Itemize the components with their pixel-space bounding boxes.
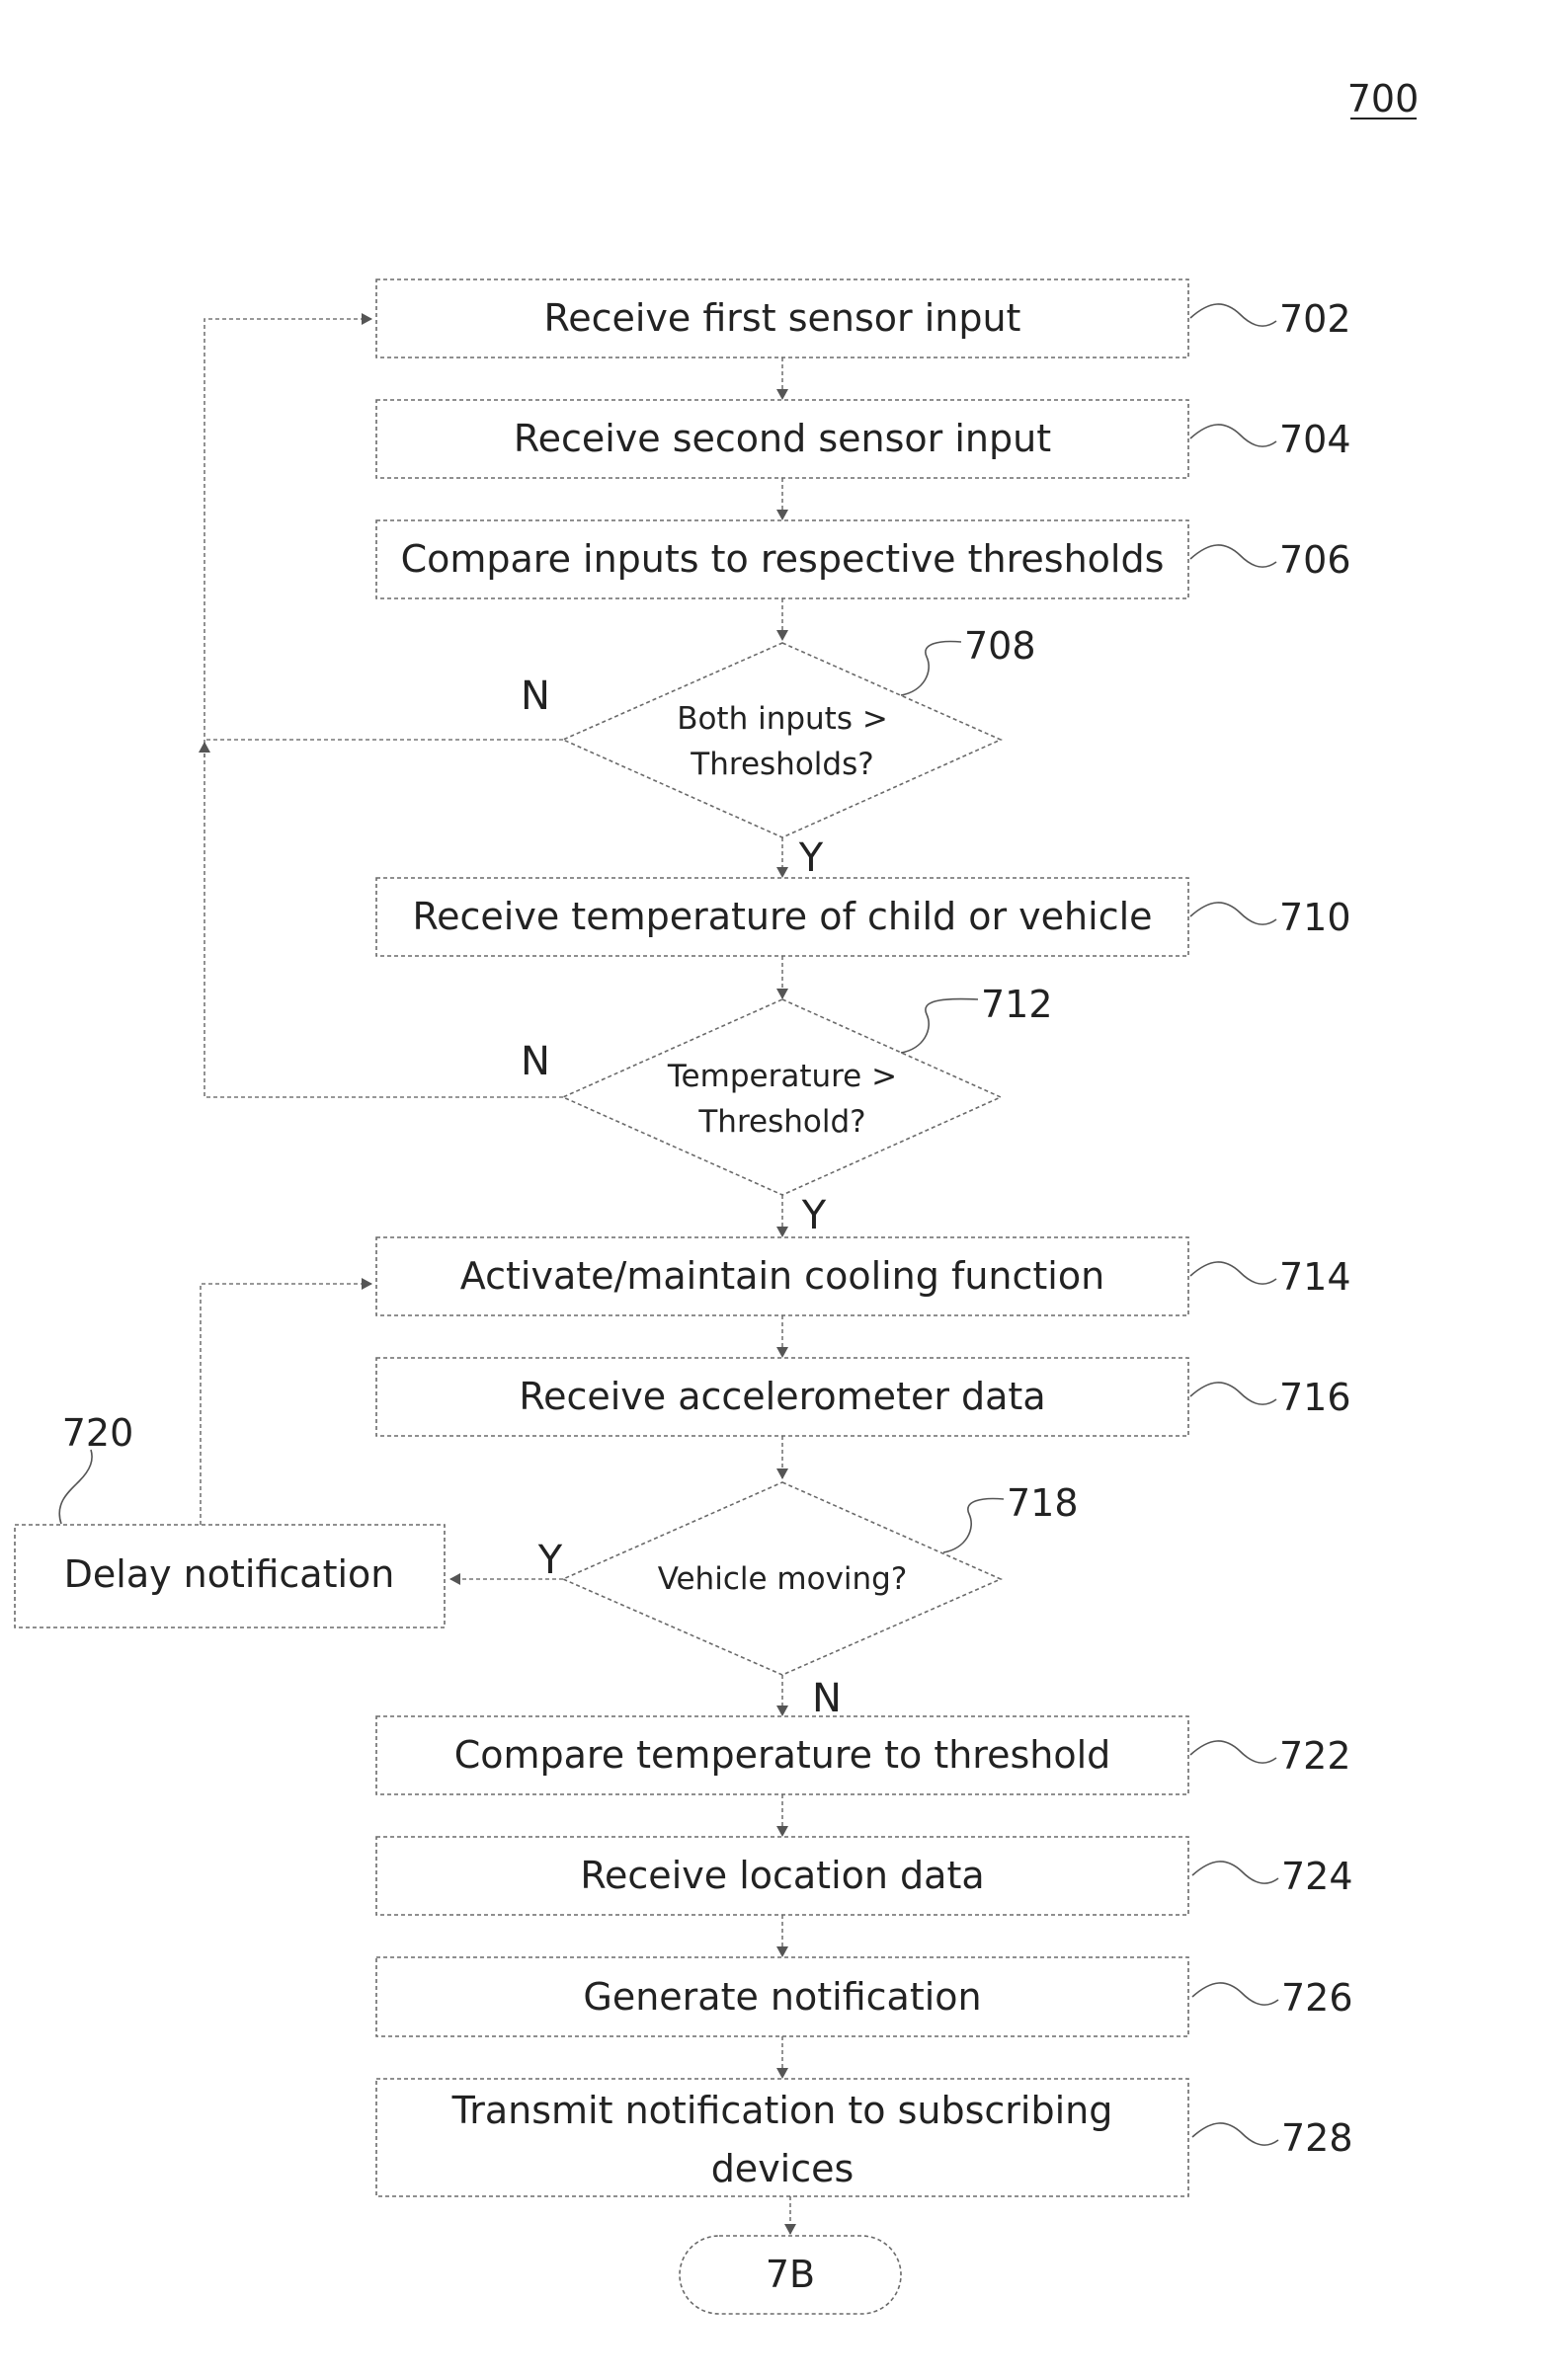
decision-708-line2: Thresholds?	[690, 747, 873, 782]
ref-716-label: 716	[1279, 1376, 1351, 1419]
branch-label-708-no: N	[521, 674, 550, 719]
ref-704-label: 704	[1279, 418, 1351, 461]
step-720: Delay notification	[15, 1525, 445, 1627]
ref-722-label: 722	[1279, 1734, 1351, 1778]
ref-722: 722	[1190, 1734, 1351, 1778]
ref-720-label: 720	[62, 1411, 134, 1455]
branch-label-708-yes: Y	[798, 835, 824, 881]
ref-714-label: 714	[1279, 1255, 1351, 1299]
ref-716: 716	[1190, 1376, 1351, 1419]
ref-728: 728	[1192, 2116, 1353, 2160]
step-720-label: Delay notification	[64, 1552, 395, 1596]
ref-724-label: 724	[1281, 1855, 1353, 1898]
ref-702-label: 702	[1279, 297, 1351, 341]
step-702: Receive first sensor input	[376, 279, 1188, 357]
step-724-label: Receive location data	[580, 1854, 984, 1897]
ref-714: 714	[1190, 1255, 1351, 1299]
ref-712: 712	[901, 983, 1053, 1053]
step-710: Receive temperature of child or vehicle	[376, 878, 1188, 956]
decision-712-line1: Temperature >	[667, 1059, 897, 1094]
connector-7b-label: 7B	[766, 2253, 815, 2296]
ref-718-label: 718	[1007, 1481, 1079, 1525]
branch-label-712-no: N	[521, 1039, 550, 1084]
step-702-label: Receive first sensor input	[544, 296, 1021, 340]
step-722-label: Compare temperature to threshold	[454, 1733, 1111, 1777]
step-728-line1: Transmit notification to subscribing	[451, 2089, 1113, 2132]
ref-728-label: 728	[1281, 2116, 1353, 2160]
branch-label-712-yes: Y	[801, 1193, 827, 1238]
ref-710-label: 710	[1279, 896, 1351, 939]
ref-710: 710	[1190, 896, 1351, 939]
ref-704: 704	[1190, 418, 1351, 461]
step-724: Receive location data	[376, 1837, 1188, 1915]
step-726: Generate notification	[376, 1957, 1188, 2036]
step-706-label: Compare inputs to respective thresholds	[401, 537, 1165, 581]
decision-712-line2: Threshold?	[697, 1104, 865, 1140]
figure-ref: 700	[1347, 77, 1420, 120]
step-722: Compare temperature to threshold	[376, 1716, 1188, 1794]
ref-708-label: 708	[964, 624, 1036, 668]
ref-718: 718	[943, 1481, 1079, 1552]
decision-708-line1: Both inputs >	[677, 701, 888, 737]
step-704-label: Receive second sensor input	[514, 417, 1051, 460]
connector-7b: 7B	[680, 2236, 901, 2314]
decision-712: Temperature > Threshold?	[563, 999, 1001, 1195]
step-714: Activate/maintain cooling function	[376, 1237, 1188, 1315]
ref-726-label: 726	[1281, 1976, 1353, 2020]
branch-label-718-no: N	[812, 1676, 842, 1721]
step-726-label: Generate notification	[583, 1975, 981, 2019]
step-728-line2: devices	[711, 2147, 854, 2190]
decision-718: Vehicle moving?	[563, 1482, 1001, 1675]
ref-706: 706	[1190, 538, 1351, 582]
step-704: Receive second sensor input	[376, 400, 1188, 478]
step-710-label: Receive temperature of child or vehicle	[412, 895, 1152, 938]
ref-726: 726	[1192, 1976, 1353, 2020]
step-728: Transmit notification to subscribing dev…	[376, 2079, 1188, 2196]
ref-712-label: 712	[981, 983, 1053, 1026]
step-716-label: Receive accelerometer data	[519, 1375, 1045, 1418]
branch-label-718-yes: Y	[537, 1538, 563, 1583]
decision-718-label: Vehicle moving?	[658, 1561, 908, 1597]
ref-724: 724	[1192, 1855, 1353, 1898]
ref-708: 708	[901, 624, 1036, 695]
ref-720: 720	[59, 1411, 133, 1524]
step-714-label: Activate/maintain cooling function	[460, 1254, 1104, 1298]
step-706: Compare inputs to respective thresholds	[376, 520, 1188, 598]
ref-706-label: 706	[1279, 538, 1351, 582]
ref-702: 702	[1190, 297, 1351, 341]
step-716: Receive accelerometer data	[376, 1358, 1188, 1436]
decision-708: Both inputs > Thresholds?	[563, 643, 1001, 837]
